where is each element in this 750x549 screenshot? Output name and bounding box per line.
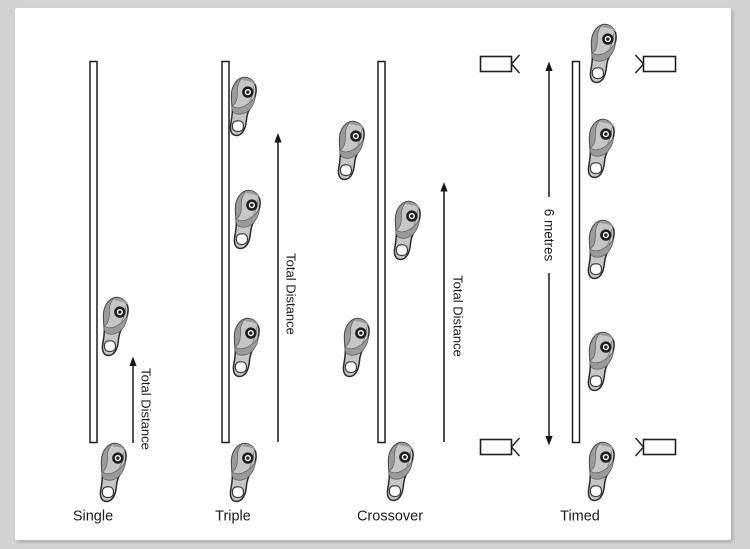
total-distance-label: Total Distance bbox=[451, 275, 466, 357]
timing-gate-bottom-right-icon bbox=[634, 437, 677, 457]
test-name-label: Triple bbox=[215, 509, 251, 525]
footprint-icon bbox=[97, 294, 131, 359]
footprint-icon bbox=[95, 440, 129, 505]
timing-gate-top-left-icon bbox=[479, 54, 521, 74]
footprint-icon bbox=[229, 187, 263, 252]
test-name-label: Crossover bbox=[357, 509, 423, 525]
timed-course-line bbox=[571, 60, 581, 444]
crossover-line bbox=[377, 60, 386, 444]
footprint-icon bbox=[228, 315, 262, 380]
footprint-icon bbox=[225, 440, 259, 505]
footprint-icon bbox=[389, 198, 423, 263]
timed-hop-test-group: 6 metres Timed bbox=[479, 21, 677, 525]
total-distance-arrow bbox=[274, 133, 282, 442]
test-name-label: Single bbox=[73, 509, 113, 525]
timing-gate-bottom-left-icon bbox=[479, 437, 521, 457]
single-hop-test-group: Total Distance Single bbox=[73, 60, 154, 525]
total-distance-label: Total Distance bbox=[139, 368, 154, 450]
footprint-icon bbox=[585, 21, 619, 86]
footprint-icon bbox=[382, 439, 416, 504]
total-distance-label: Total Distance bbox=[284, 253, 299, 335]
footprint-icon bbox=[338, 315, 372, 380]
triple-hop-test-group: Total Distance Triple bbox=[215, 60, 299, 525]
single-start-line bbox=[89, 60, 98, 444]
total-distance-arrow bbox=[440, 182, 448, 442]
footprint-icon bbox=[583, 439, 617, 504]
total-distance-arrow bbox=[129, 356, 137, 443]
six-metres-label: 6 metres bbox=[542, 209, 557, 262]
test-name-label: Timed bbox=[560, 509, 600, 525]
triple-start-line bbox=[221, 60, 230, 444]
six-metres-arrow bbox=[545, 61, 553, 446]
timing-gate-top-right-icon bbox=[634, 54, 677, 74]
crossover-hop-test-group: Total Distance Crossover bbox=[333, 60, 466, 525]
footprint-icon bbox=[333, 118, 367, 183]
footprint-icon bbox=[583, 116, 617, 181]
footprint-icon bbox=[583, 217, 617, 282]
footprint-icon bbox=[225, 74, 259, 139]
footprint-icon bbox=[583, 329, 617, 394]
